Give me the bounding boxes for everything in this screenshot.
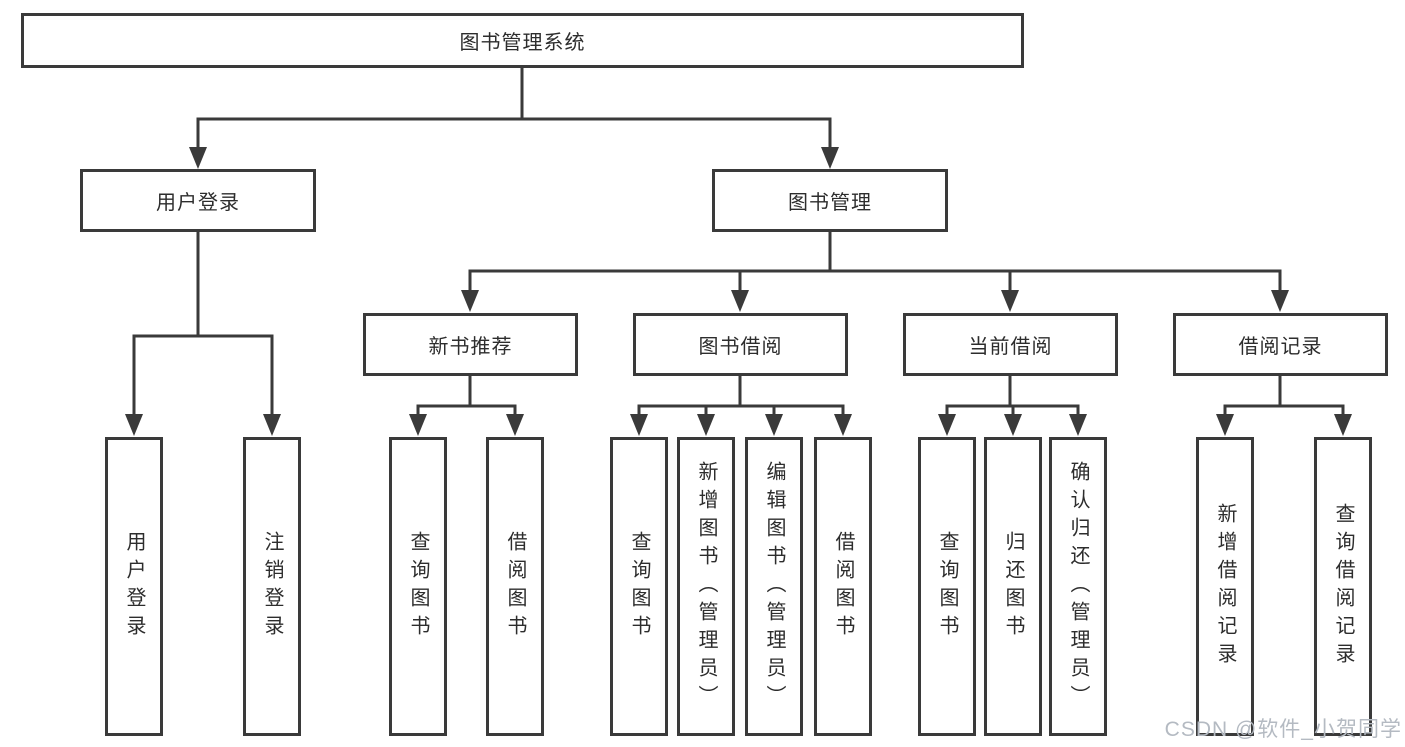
node-label: 查询借阅记录	[1332, 502, 1354, 671]
node-user-login: 用户登录	[80, 169, 316, 232]
arrow-down-icon	[938, 414, 956, 436]
arrow-down-icon	[125, 414, 143, 436]
leaf-edit-book-admin: 编辑图书（管理员）	[745, 437, 803, 736]
node-label: 用户登录	[156, 192, 240, 214]
arrow-down-icon	[697, 414, 715, 436]
arrow-down-icon	[409, 414, 427, 436]
arrow-down-icon	[263, 414, 281, 436]
leaf-add-book-admin: 新增图书（管理员）	[677, 437, 735, 736]
leaf-user-login: 用户登录	[105, 437, 163, 736]
leaf-confirm-return-admin: 确认归还（管理员）	[1049, 437, 1107, 736]
node-label: 图书管理	[788, 192, 872, 214]
leaf-query-book-borrow: 查询图书	[610, 437, 668, 736]
node-label: 新书推荐	[428, 336, 513, 358]
node-label: 借阅图书	[832, 530, 854, 643]
node-label: 注销登录	[261, 530, 283, 643]
node-library-system: 图书管理系统	[21, 13, 1024, 68]
node-label: 查询图书	[936, 530, 958, 643]
node-new-book-recommend: 新书推荐	[363, 313, 578, 376]
arrow-down-icon	[765, 414, 783, 436]
node-label: 新增图书（管理员）	[695, 460, 717, 713]
leaf-borrow-book-recommend: 借阅图书	[486, 437, 544, 736]
node-label: 借阅记录	[1238, 336, 1323, 358]
arrow-down-icon	[189, 147, 207, 169]
node-label: 新增借阅记录	[1214, 502, 1236, 671]
leaf-add-borrow-record: 新增借阅记录	[1196, 437, 1254, 736]
leaf-query-borrow-record: 查询借阅记录	[1314, 437, 1372, 736]
leaf-query-book-current: 查询图书	[918, 437, 976, 736]
node-book-management: 图书管理	[712, 169, 948, 232]
node-label: 归还图书	[1002, 530, 1024, 643]
node-label: 编辑图书（管理员）	[763, 460, 785, 713]
node-label: 确认归还（管理员）	[1067, 460, 1089, 713]
arrow-down-icon	[461, 290, 479, 312]
leaf-query-book-recommend: 查询图书	[389, 437, 447, 736]
node-label: 用户登录	[123, 530, 145, 643]
arrow-down-icon	[1004, 414, 1022, 436]
node-label: 查询图书	[407, 530, 429, 643]
node-borrow-record: 借阅记录	[1173, 313, 1388, 376]
connector-path	[132, 66, 1345, 416]
arrow-down-icon	[731, 290, 749, 312]
arrow-down-icon	[1001, 290, 1019, 312]
node-label: 当前借阅	[968, 336, 1053, 358]
node-current-borrow: 当前借阅	[903, 313, 1118, 376]
node-label: 图书借阅	[698, 336, 783, 358]
arrow-down-icon	[1271, 290, 1289, 312]
leaf-logout: 注销登录	[243, 437, 301, 736]
arrow-down-icon	[506, 414, 524, 436]
node-label: 图书管理系统	[459, 32, 586, 54]
leaf-borrow-book: 借阅图书	[814, 437, 872, 736]
arrow-down-icon	[821, 147, 839, 169]
csdn-watermark: CSDN @软件_小贺同学	[1164, 718, 1402, 741]
arrow-down-icon	[834, 414, 852, 436]
node-label: 借阅图书	[504, 530, 526, 643]
arrow-down-icon	[1216, 414, 1234, 436]
arrow-down-icon	[1334, 414, 1352, 436]
arrow-down-icon	[630, 414, 648, 436]
arrow-down-icon	[1069, 414, 1087, 436]
node-label: 查询图书	[628, 530, 650, 643]
node-book-borrow: 图书借阅	[633, 313, 848, 376]
leaf-return-book: 归还图书	[984, 437, 1042, 736]
